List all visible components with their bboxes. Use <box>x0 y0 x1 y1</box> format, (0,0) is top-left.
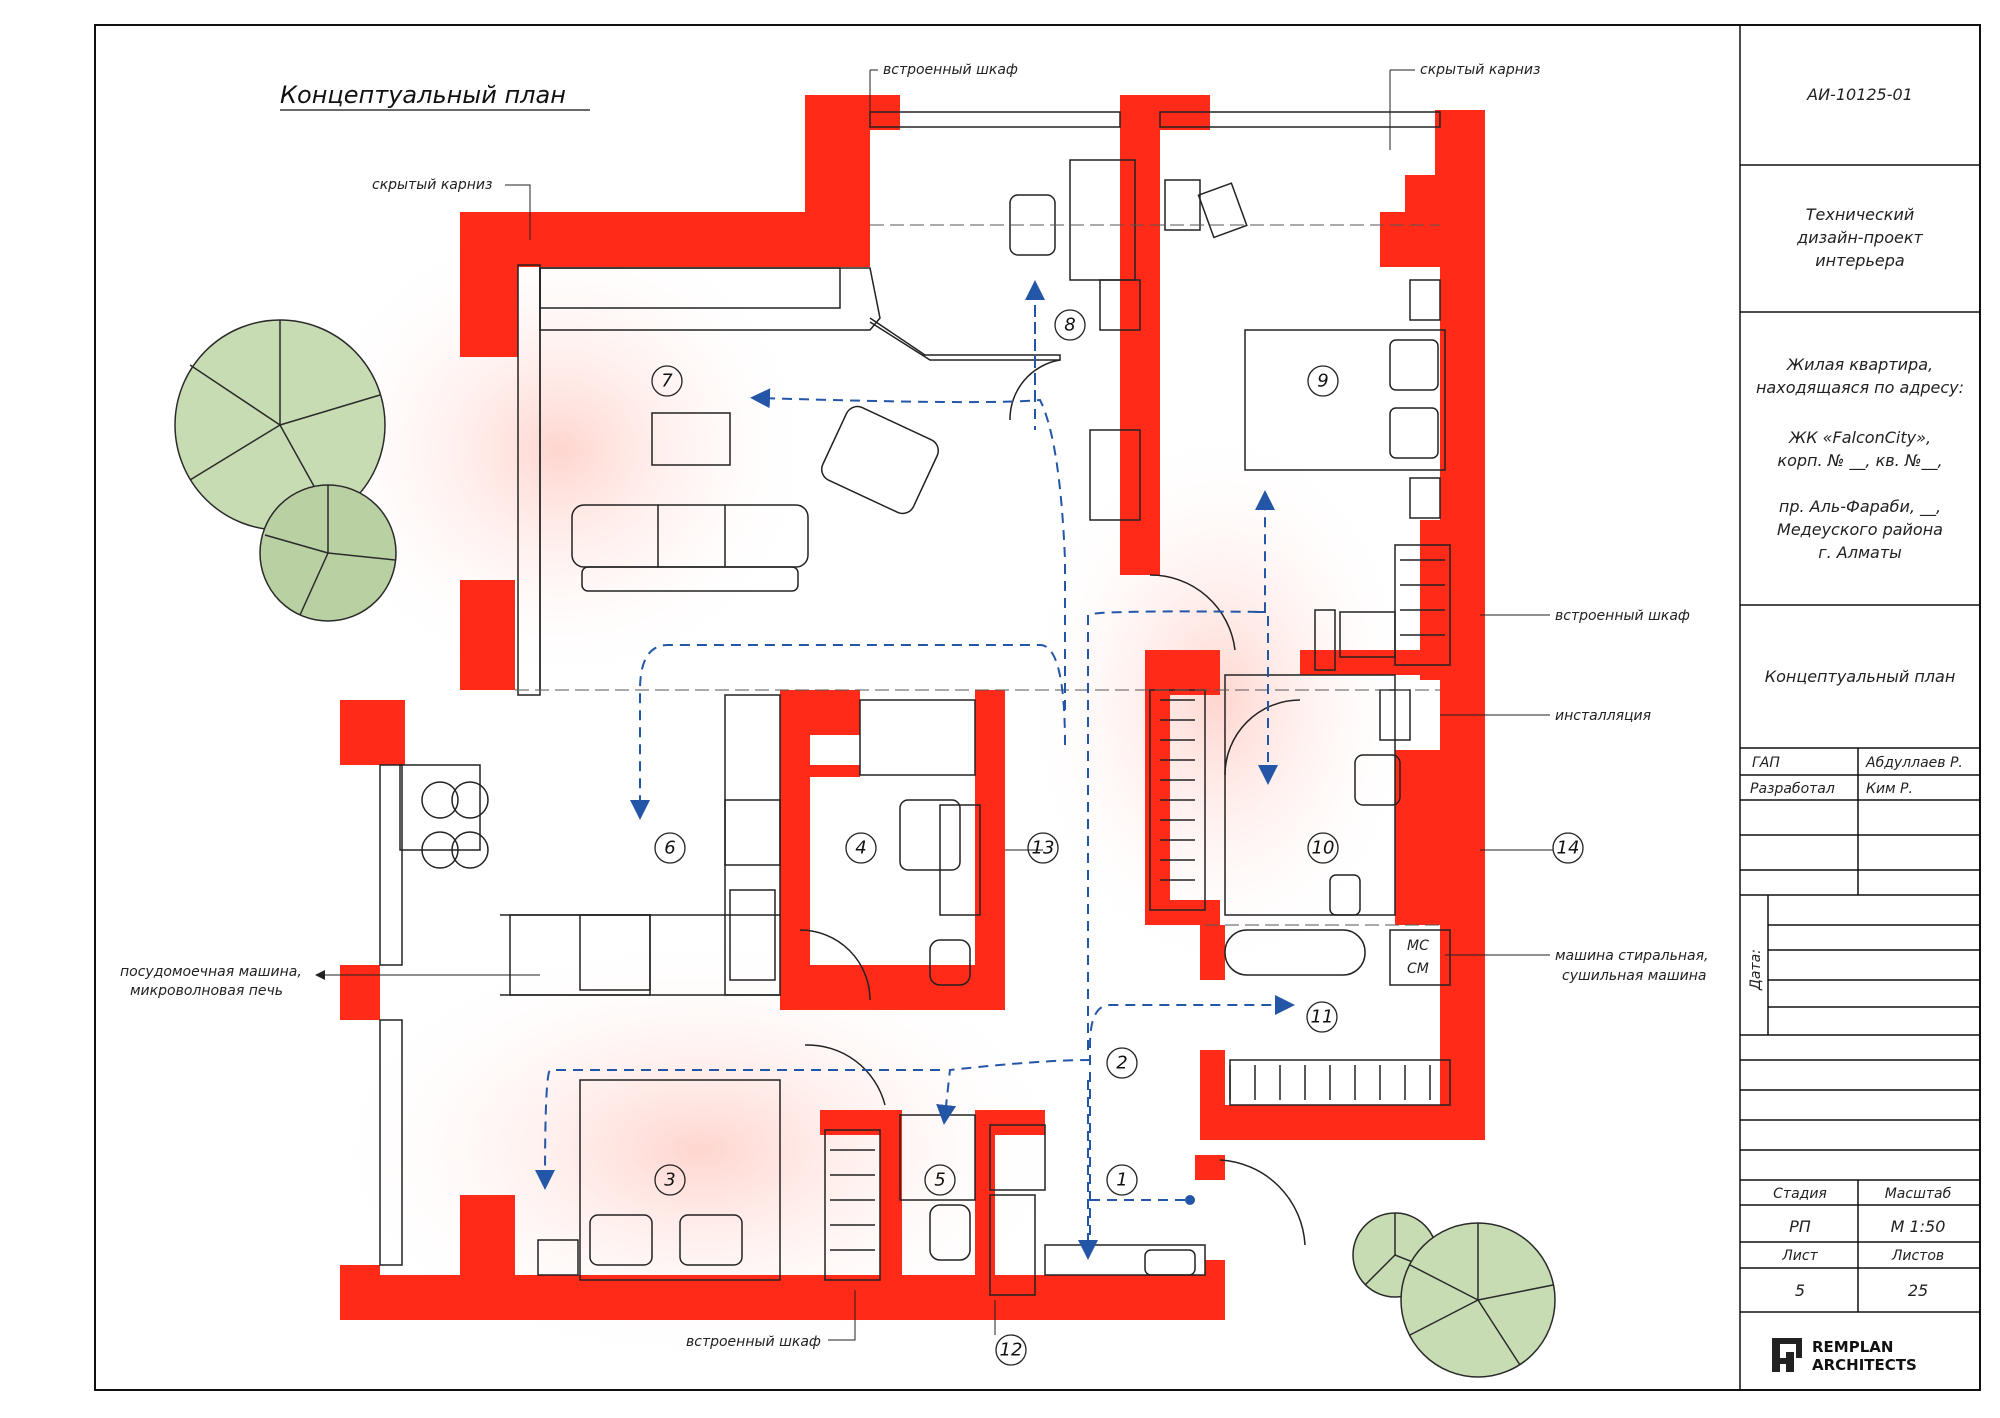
address-4: корп. № __, кв. №__, <box>1777 451 1942 471</box>
leader-lines <box>315 69 1553 1341</box>
logo-line-2: ARCHITECTS <box>1812 1356 1917 1374</box>
label-mc: МС <box>1407 938 1429 954</box>
label-washer-1: машина стиральная, <box>1555 948 1708 964</box>
room-6: 6 <box>664 838 675 859</box>
route-paths <box>535 280 1295 1260</box>
dev-value: Ким Р. <box>1866 781 1913 797</box>
label-wardrobe-right: встроенный шкаф <box>1555 608 1690 624</box>
date-label: Дата: <box>1748 949 1764 991</box>
sheet-frame <box>94 24 1981 1391</box>
plant-right-large <box>1400 1222 1556 1378</box>
doc-code: АИ-10125-01 <box>1806 85 1913 104</box>
project-type-2: дизайн-проект <box>1796 228 1923 247</box>
address-3: ЖК «FalconCity», <box>1788 428 1931 447</box>
label-installation: инсталляция <box>1555 708 1651 724</box>
address-6: Медеуского района <box>1777 520 1943 539</box>
callout-13: 13 <box>1032 838 1055 859</box>
sheets-label: Листов <box>1891 1248 1944 1264</box>
scale-label: Масштаб <box>1885 1186 1952 1202</box>
address-7: г. Алматы <box>1818 543 1902 562</box>
route-start-dot <box>1185 1195 1195 1205</box>
plan-title: Концептуальный план <box>280 81 566 109</box>
project-type-1: Технический <box>1806 205 1915 224</box>
sheet-label: Лист <box>1781 1248 1818 1264</box>
label-washer-2: сушильная машина <box>1562 968 1706 984</box>
label-wardrobe-bottom: встроенный шкаф <box>686 1334 821 1350</box>
label-wardrobe-top: встроенный шкаф <box>883 62 1018 78</box>
address-1: Жилая квартира, <box>1786 355 1933 374</box>
room-3: 3 <box>664 1170 675 1191</box>
logo-line-1: REMPLAN <box>1812 1338 1893 1356</box>
interior-lines <box>379 111 1451 1296</box>
room-4: 4 <box>855 838 866 859</box>
room-9: 9 <box>1317 371 1328 392</box>
room-7: 7 <box>661 371 673 392</box>
project-type-3: интерьера <box>1815 251 1904 270</box>
address-5: пр. Аль-Фараби, __, <box>1779 497 1941 517</box>
label-cornice-top: скрытый карниз <box>1420 62 1540 78</box>
callout-12: 12 <box>1000 1340 1023 1361</box>
room-markers <box>651 309 1584 1366</box>
label-dishwasher-1: посудомоечная машина, <box>120 964 302 980</box>
room-5: 5 <box>934 1170 945 1191</box>
scale-value: М 1:50 <box>1891 1217 1946 1236</box>
sheet-name: Концептуальный план <box>1765 667 1956 686</box>
label-cm: СМ <box>1407 961 1429 977</box>
plant-left-large <box>174 319 386 531</box>
remplan-logo-icon <box>1772 1338 1802 1372</box>
gap-value: Абдуллаев Р. <box>1865 755 1963 771</box>
room-numbers: 1 2 3 4 5 6 7 8 9 10 11 12 13 14 <box>661 315 1579 1361</box>
plant-left-small <box>259 484 397 622</box>
room-8: 8 <box>1064 315 1075 336</box>
callout-14: 14 <box>1557 838 1580 859</box>
room-1: 1 <box>1116 1170 1127 1191</box>
gap-label: ГАП <box>1752 755 1780 771</box>
stage-label: Стадия <box>1773 1186 1827 1202</box>
room-2: 2 <box>1116 1053 1127 1074</box>
sheet-value: 5 <box>1795 1281 1805 1300</box>
sheets-value: 25 <box>1908 1281 1928 1300</box>
title-block-frame <box>1739 25 1980 1390</box>
room-11: 11 <box>1311 1007 1334 1028</box>
dev-label: Разработал <box>1750 781 1835 797</box>
stage-value: РП <box>1789 1217 1811 1236</box>
label-cornice-left: скрытый карниз <box>372 177 492 193</box>
address-2: находящаяся по адресу: <box>1756 378 1964 397</box>
room-10: 10 <box>1312 838 1335 859</box>
label-dishwasher-2: микроволновая печь <box>130 983 283 999</box>
